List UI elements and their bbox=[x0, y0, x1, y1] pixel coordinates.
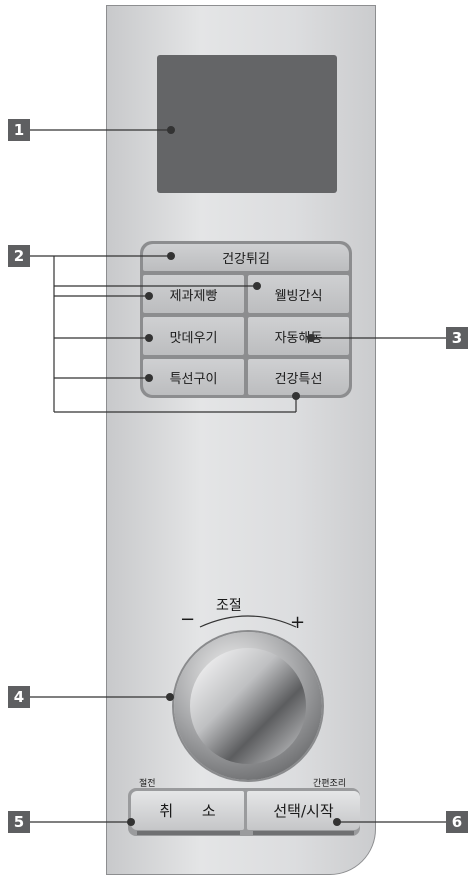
dot-display bbox=[167, 126, 175, 134]
healthy-fry-label: 건강튀김 bbox=[222, 252, 270, 267]
dot-reheat bbox=[145, 334, 153, 342]
dot-wellbeing bbox=[253, 282, 261, 290]
dot-start bbox=[333, 818, 341, 826]
power-save-label: 절전 bbox=[139, 779, 156, 789]
dial-arc bbox=[199, 615, 297, 628]
callout-marker-3: 3 bbox=[446, 327, 468, 349]
dot-dial bbox=[166, 693, 174, 701]
cancel-button-strip bbox=[137, 831, 240, 835]
wellbeing-snack-button[interactable]: 웰빙간식 bbox=[248, 275, 349, 313]
select-start-label: 선택/시작 bbox=[273, 802, 334, 820]
bakery-label: 제과제빵 bbox=[169, 288, 218, 304]
cancel-button[interactable]: 취 소 bbox=[131, 791, 244, 830]
dot-bakery bbox=[145, 292, 153, 300]
dial-face bbox=[190, 648, 306, 764]
bakery-button[interactable]: 제과제빵 bbox=[143, 275, 244, 313]
quick-cook-label: 간편조리 bbox=[313, 779, 347, 789]
display-window bbox=[157, 55, 337, 193]
cancel-label: 취 소 bbox=[159, 802, 228, 820]
dial-label: 조절 bbox=[216, 598, 242, 614]
callout-marker-6: 6 bbox=[446, 811, 468, 833]
reheat-label: 맛데우기 bbox=[169, 330, 218, 346]
dot-auto-defrost bbox=[307, 334, 315, 342]
reheat-button[interactable]: 맛데우기 bbox=[143, 317, 244, 355]
dot-healthy-fry bbox=[167, 252, 175, 260]
callout-marker-4: 4 bbox=[8, 686, 30, 708]
callout-marker-5: 5 bbox=[8, 811, 30, 833]
callout-marker-1: 1 bbox=[8, 119, 30, 141]
callout-marker-2: 2 bbox=[8, 245, 30, 267]
dot-grill bbox=[145, 374, 153, 382]
select-start-button[interactable]: 선택/시작 bbox=[247, 791, 360, 830]
plus-icon: + bbox=[290, 612, 306, 633]
start-button-strip bbox=[253, 831, 354, 835]
healthy-fry-button[interactable]: 건강튀김 bbox=[143, 244, 349, 271]
wellbeing-snack-label: 웰빙간식 bbox=[274, 288, 323, 304]
healthy-special-label: 건강특선 bbox=[274, 371, 323, 387]
minus-icon: − bbox=[180, 609, 196, 630]
healthy-special-button[interactable]: 건강특선 bbox=[248, 359, 349, 395]
dot-cancel bbox=[127, 818, 135, 826]
dot-healthy-special bbox=[292, 392, 300, 400]
special-grill-label: 특선구이 bbox=[169, 371, 218, 387]
special-grill-button[interactable]: 특선구이 bbox=[143, 359, 244, 395]
